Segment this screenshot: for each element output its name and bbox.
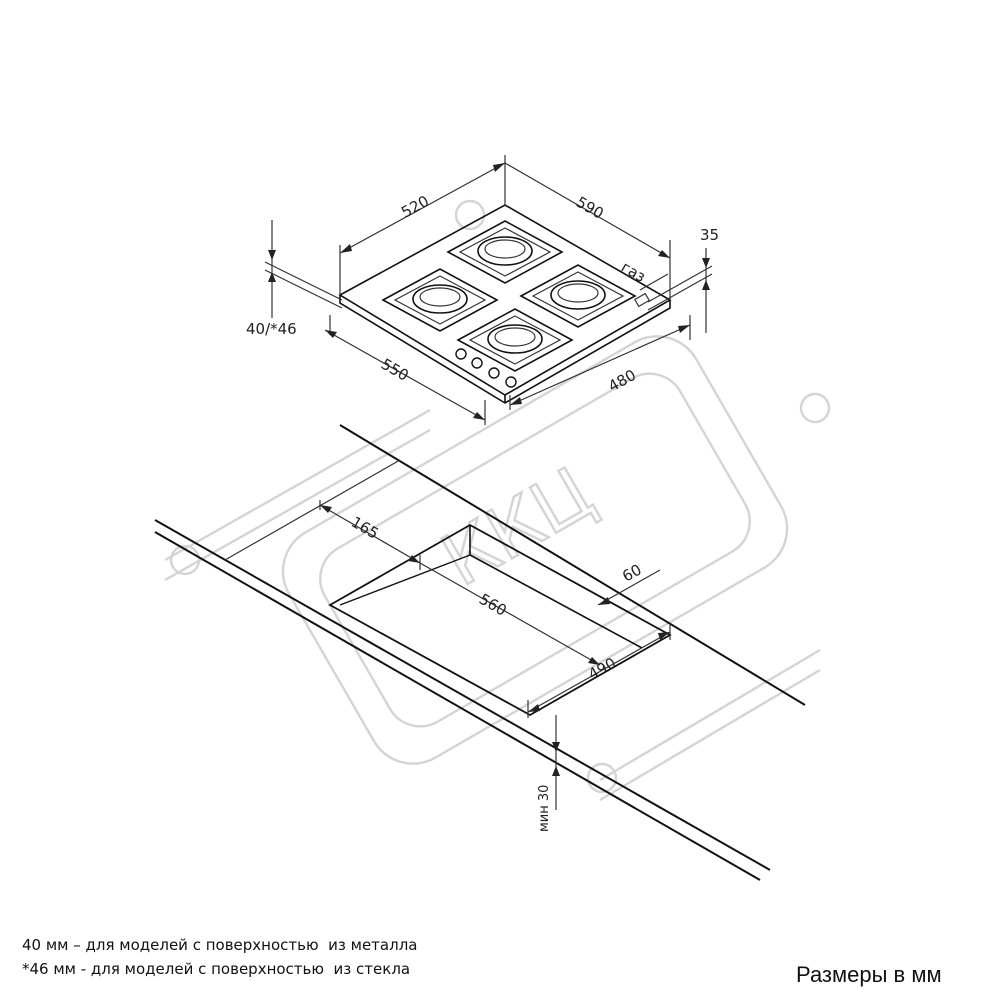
dim-cutout-width: 550	[378, 355, 412, 385]
dim-hob-depth: 520	[398, 192, 432, 222]
burner-right	[519, 264, 637, 328]
dim-cut-depth: 490	[585, 654, 619, 684]
dim-550	[324, 315, 486, 425]
burner-back	[446, 220, 564, 284]
dim-min-thickness: мин 30	[537, 785, 552, 832]
burner-front	[456, 308, 574, 372]
dim-back-offset: 60	[619, 560, 644, 585]
gas-label: газ	[618, 258, 649, 286]
note-glass-surface: *46 мм - для моделей с поверхностью из с…	[22, 960, 411, 978]
control-knobs	[455, 348, 517, 388]
watermark: ККЦ	[164, 199, 831, 802]
countertop: 165 560 60 490 мин 30	[154, 424, 806, 881]
dim-35	[647, 248, 713, 333]
dim-480	[509, 315, 691, 410]
note-metal-surface: 40 мм – для моделей с поверхностью из ме…	[22, 936, 418, 954]
units-label: Размеры в мм	[796, 962, 942, 987]
dim-40-46	[264, 220, 343, 318]
dim-hob-height: 35	[700, 226, 719, 244]
dim-60	[597, 569, 661, 606]
dim-embed-depth: 40/*46	[246, 320, 297, 338]
burner-left	[381, 268, 499, 332]
dim-490	[527, 625, 671, 718]
watermark-text: ККЦ	[428, 450, 607, 602]
gas-connection	[633, 273, 669, 308]
dim-560	[419, 562, 601, 666]
dim-min-30	[552, 715, 560, 810]
dim-590	[504, 162, 671, 300]
dim-165	[319, 500, 421, 570]
hob: газ 520 590 35	[246, 155, 719, 425]
